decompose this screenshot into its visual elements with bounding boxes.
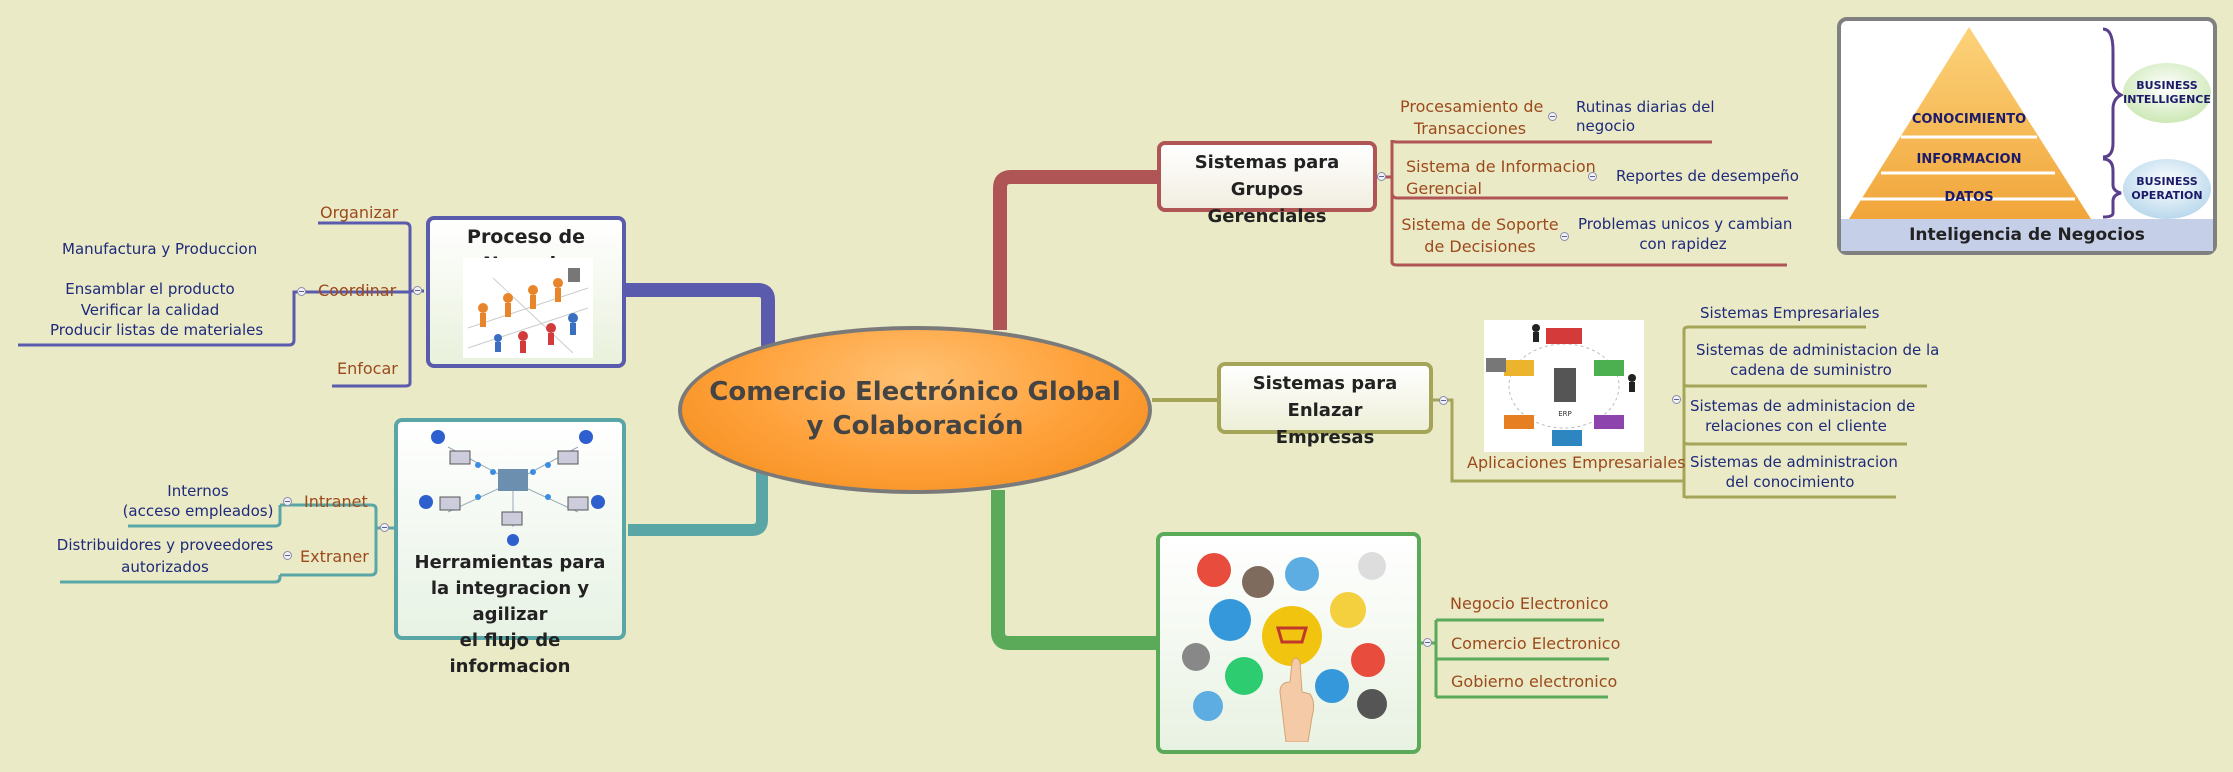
branch-gerenciales xyxy=(993,170,1158,330)
manufactura-label[interactable]: Manufactura y Produccion xyxy=(62,240,258,258)
collapse-toggle[interactable] xyxy=(283,497,292,506)
branch-herramientas xyxy=(628,472,768,536)
bi-level-informacion: INFORMACION xyxy=(1917,152,2022,167)
erp-label: ERP xyxy=(1558,410,1572,418)
organizar-label[interactable]: Organizar xyxy=(320,203,399,222)
intranet-detail[interactable]: Internos(acceso empleados) xyxy=(122,482,274,521)
negocio-electronico-node[interactable] xyxy=(1156,532,1421,754)
aplicaciones-empresariales-label[interactable]: Aplicaciones Empresariales xyxy=(1467,453,1686,472)
collapse-toggle[interactable] xyxy=(1560,232,1569,241)
collapse-toggle[interactable] xyxy=(1548,112,1557,121)
branch-negocio xyxy=(991,490,1158,650)
negocio-item-3[interactable]: Gobierno electronico xyxy=(1451,672,1618,691)
negocio-item-1[interactable]: Negocio Electronico xyxy=(1450,594,1609,613)
extranet-label[interactable]: Extraner xyxy=(300,547,369,566)
bi-pyramid: CONOCIMIENTO INFORMACION DATOS BUSINESS … xyxy=(1849,27,2211,219)
bi-caption: Inteligencia de Negocios xyxy=(1841,219,2213,251)
bi-tag-intelligence-1: BUSINESS xyxy=(2136,79,2197,92)
herramientas-links xyxy=(60,503,394,584)
team-process-illustration xyxy=(463,258,593,358)
intranet-label[interactable]: Intranet xyxy=(304,492,368,511)
bi-tag-operation-2: OPERATION xyxy=(2131,189,2202,202)
collapse-toggle[interactable] xyxy=(413,286,422,295)
collapse-toggle[interactable] xyxy=(1672,395,1681,404)
negocio-item-2[interactable]: Comercio Electronico xyxy=(1451,634,1621,653)
business-intelligence-image: CONOCIMIENTO INFORMACION DATOS BUSINESS … xyxy=(1837,17,2217,255)
bi-tag-operation-1: BUSINESS xyxy=(2136,175,2197,188)
collapse-toggle[interactable] xyxy=(297,287,306,296)
proceso-negocio-node[interactable]: Proceso de Negocio xyxy=(426,216,626,368)
collapse-toggle[interactable] xyxy=(1377,172,1386,181)
collapse-toggle[interactable] xyxy=(380,523,389,532)
collapse-toggle[interactable] xyxy=(1423,638,1432,647)
branch-proceso xyxy=(626,283,775,346)
network-illustration xyxy=(419,430,605,546)
bi-level-conocimiento: CONOCIMIENTO xyxy=(1912,112,2026,127)
enfocar-label[interactable]: Enfocar xyxy=(337,359,398,378)
bi-level-datos: DATOS xyxy=(1944,190,1993,205)
bi-tag-intelligence-2: INTELLIGENCE xyxy=(2123,93,2211,106)
enlazar-item-1[interactable]: Sistemas Empresariales xyxy=(1700,304,1880,322)
gerenciales-detail-2[interactable]: Reportes de desempeño xyxy=(1616,167,1799,185)
collapse-toggle[interactable] xyxy=(283,551,292,560)
collapse-toggle[interactable] xyxy=(1588,172,1597,181)
collapse-toggle[interactable] xyxy=(1439,396,1448,405)
coordinar-label[interactable]: Coordinar xyxy=(318,281,397,300)
erp-diagram: ERP xyxy=(1484,320,1644,452)
ecommerce-icons-illustration xyxy=(1182,552,1387,742)
